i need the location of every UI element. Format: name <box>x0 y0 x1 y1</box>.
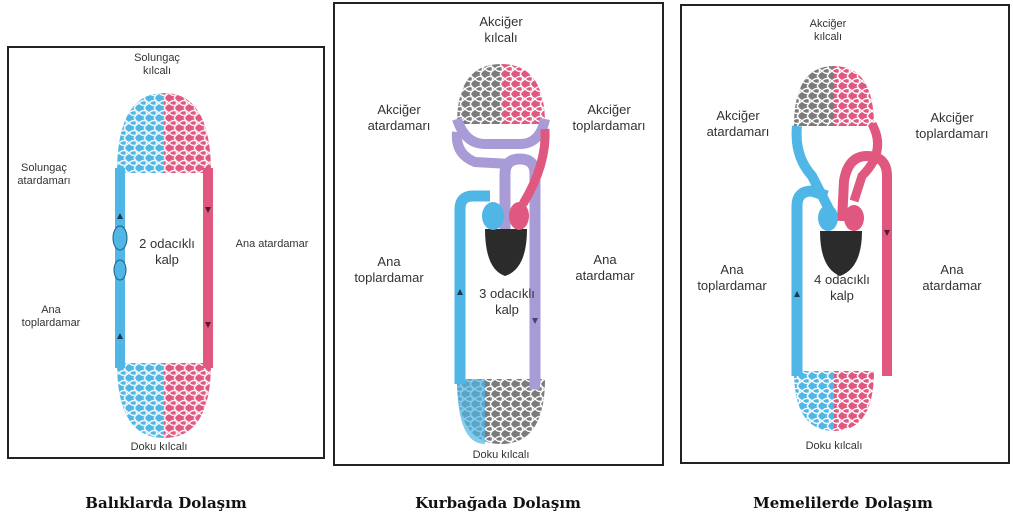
lung-artery-label: Akciğer atardamarı <box>707 108 770 140</box>
tissue-capillary-label: Doku kılcalı <box>131 441 188 454</box>
fish-circulation-panel: Solungaç kılcalı Solungaç atardamarı 2 o… <box>7 46 325 459</box>
mammal-circulation-diagram <box>682 6 1012 466</box>
main-vein-label: Ana toplardamar <box>22 304 81 330</box>
mammal-circulation-panel: Akciğer kılcalı Akciğer atardamarı Akciğ… <box>680 4 1010 464</box>
lung-capillary-label: Akciğer kılcalı <box>810 18 847 44</box>
heart-label: 3 odacıklı kalp <box>479 286 535 318</box>
main-artery-label: Ana atardamar <box>575 252 634 284</box>
mammal-caption: Memelilerde Dolaşım <box>753 494 933 512</box>
frog-caption: Kurbağada Dolaşım <box>415 494 581 512</box>
lung-artery-label: Akciğer atardamarı <box>368 102 431 134</box>
tissue-capillary-bed <box>117 363 211 438</box>
lung-capillary-label: Akciğer kılcalı <box>479 14 522 46</box>
fish-caption: Balıklarda Dolaşım <box>85 494 246 512</box>
lung-capillary-bed <box>794 66 874 126</box>
gill-capillary-bed <box>117 93 211 173</box>
tissue-capillary-bed <box>794 371 874 431</box>
main-vein-label: Ana toplardamar <box>697 262 766 294</box>
main-artery-label: Ana atardamar <box>236 238 309 251</box>
frog-circulation-panel: Akciğer kılcalı Akciğer atardamarı Akciğ… <box>333 2 664 466</box>
main-artery-label: Ana atardamar <box>922 262 981 294</box>
lung-vein-label: Akciğer toplardamarı <box>916 110 989 142</box>
tissue-capillary-label: Doku kılcalı <box>806 440 863 453</box>
gill-capillary-label: Solungaç kılcalı <box>134 52 180 78</box>
tissue-capillary-label: Doku kılcalı <box>473 449 530 462</box>
lung-vein-label: Akciğer toplardamarı <box>573 102 646 134</box>
fish-artery-vessel <box>203 168 213 368</box>
main-vein-label: Ana toplardamar <box>354 254 423 286</box>
heart-label: 4 odacıklı kalp <box>814 272 870 304</box>
gill-artery-label: Solungaç atardamarı <box>17 162 70 188</box>
heart-label: 2 odacıklı kalp <box>139 236 195 268</box>
lung-capillary-bed <box>457 64 545 144</box>
frog-circulation-diagram <box>335 4 666 468</box>
